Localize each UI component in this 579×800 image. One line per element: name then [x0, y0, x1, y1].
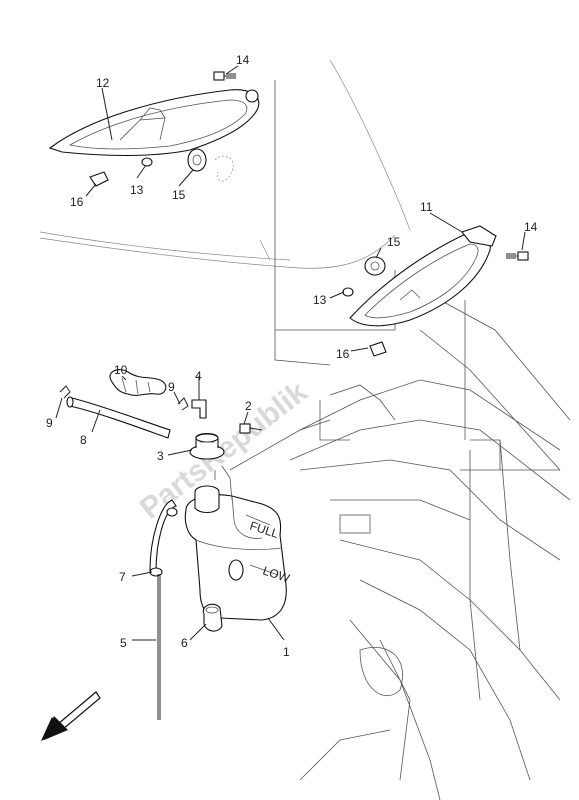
side-cover-left: [48, 89, 260, 157]
callout-15-top: 15: [172, 188, 186, 202]
callout-16-right: 16: [336, 347, 350, 361]
callout-8: 8: [80, 433, 87, 447]
grommet-6: [202, 603, 223, 632]
callout-labels: 1 2 3 4 5 6 7 8 9 9 10 11 12 13 13 14 14…: [46, 53, 538, 659]
callout-11: 11: [420, 200, 433, 214]
callout-16-top: 16: [70, 195, 84, 209]
collar-13-top: [141, 157, 153, 167]
dipstick-5: [157, 574, 161, 720]
bolt-14-top: [213, 71, 236, 81]
bolt-2: [239, 423, 263, 434]
grommet-15-top: [187, 148, 234, 182]
bolt-14-right: [506, 251, 529, 261]
callout-4: 4: [195, 369, 202, 383]
callout-1: 1: [283, 645, 290, 659]
callout-14-right: 14: [524, 220, 538, 234]
stay-4: [191, 399, 207, 419]
direction-arrow-icon: [40, 691, 101, 742]
leader-lines: [55, 65, 526, 641]
side-cover-right: [349, 225, 497, 327]
nut-16-top: [89, 171, 109, 187]
collar-13-right: [342, 287, 354, 297]
callout-15-right: 15: [387, 235, 401, 249]
callout-9-left: 9: [46, 416, 53, 430]
filler-cap-3: [189, 432, 225, 460]
callout-12: 12: [96, 76, 110, 90]
callout-14-top: 14: [236, 53, 250, 67]
callout-2: 2: [245, 399, 252, 413]
nut-16-right: [369, 341, 387, 357]
hose-7: [149, 499, 178, 577]
callout-7: 7: [119, 570, 126, 584]
callout-13-right: 13: [313, 293, 327, 307]
frame-outline: [39, 59, 571, 800]
breather-hose-8: [66, 396, 171, 439]
oil-tank-1: FULL LOW: [184, 465, 292, 621]
clip-9-right: [177, 397, 189, 411]
callout-10: 10: [114, 363, 128, 377]
clip-9-left: [59, 385, 71, 399]
callout-6: 6: [181, 636, 188, 650]
callout-5: 5: [120, 636, 127, 650]
callout-13-top: 13: [130, 183, 144, 197]
callout-3: 3: [157, 449, 164, 463]
callout-9-right: 9: [168, 380, 175, 394]
hose-clamp-10: [109, 369, 167, 396]
grommet-15-right: [364, 256, 386, 276]
